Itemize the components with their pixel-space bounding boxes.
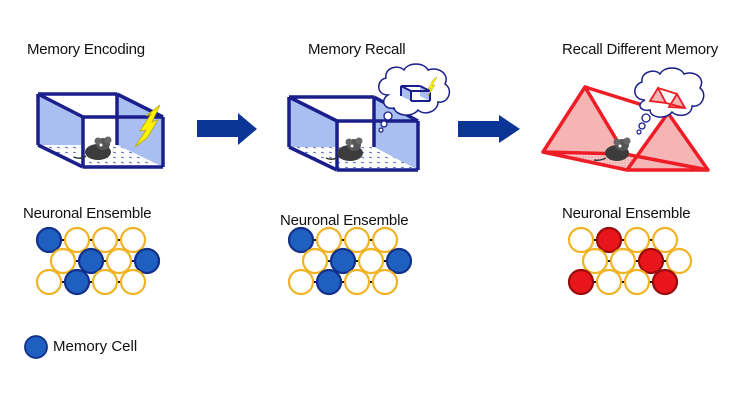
arrow-right-icon <box>458 115 520 143</box>
ensemble-label-recall: Neuronal Ensemble <box>280 212 409 229</box>
thought-bubble-recall <box>378 63 451 133</box>
memory-cell <box>35 226 63 254</box>
panel-title-different: Recall Different Memory <box>562 41 719 58</box>
ensemble-label-encoding: Neuronal Ensemble <box>23 205 152 222</box>
mouse-icon <box>73 136 112 160</box>
thought-bubble-different <box>634 67 705 135</box>
memory-cell <box>637 247 665 275</box>
memory-cell <box>651 268 679 296</box>
neuronal-ensemble-recall <box>287 226 413 296</box>
neuron-cell <box>581 247 609 275</box>
neuron-cell <box>91 226 119 254</box>
memory-cell <box>385 247 413 275</box>
neuronal-ensemble-encoding <box>35 226 161 296</box>
neuron-cell <box>343 226 371 254</box>
context-prism-different <box>541 85 710 172</box>
legend-memory-cell-marker <box>24 335 48 359</box>
memory-cell <box>595 226 623 254</box>
memory-cell <box>329 247 357 275</box>
neuron-cell <box>105 247 133 275</box>
neuron-cell <box>357 247 385 275</box>
legend-memory-cell-label: Memory Cell <box>53 338 138 355</box>
memory-cell <box>63 268 91 296</box>
neuron-cell <box>609 247 637 275</box>
mouse-icon <box>593 137 631 161</box>
neuron-cell <box>343 268 371 296</box>
neuron-cell <box>651 226 679 254</box>
neuron-cell <box>119 268 147 296</box>
neuron-cell <box>287 268 315 296</box>
neuron-cell <box>371 268 399 296</box>
neuron-cell <box>63 226 91 254</box>
neuron-cell <box>623 268 651 296</box>
neuron-cell <box>35 268 63 296</box>
neuron-cell <box>91 268 119 296</box>
mouse-icon <box>325 137 363 161</box>
lightning-icon <box>134 104 161 148</box>
neuron-cell <box>315 226 343 254</box>
neuron-cell <box>595 268 623 296</box>
neuron-cell <box>371 226 399 254</box>
neuron-cell <box>567 226 595 254</box>
ensemble-label-different: Neuronal Ensemble <box>562 205 691 222</box>
neuron-cell <box>49 247 77 275</box>
panel-title-encoding: Memory Encoding <box>27 41 145 58</box>
memory-cell <box>287 226 315 254</box>
memory-cell <box>77 247 105 275</box>
arrow-right-icon <box>197 113 257 145</box>
neuron-cell <box>623 226 651 254</box>
memory-cell <box>567 268 595 296</box>
panel-title-recall: Memory Recall <box>308 41 406 58</box>
neuron-cell <box>301 247 329 275</box>
memory-cell <box>315 268 343 296</box>
neuronal-ensemble-different <box>567 226 693 296</box>
neuron-cell <box>119 226 147 254</box>
memory-cell <box>133 247 161 275</box>
neuron-cell <box>665 247 693 275</box>
